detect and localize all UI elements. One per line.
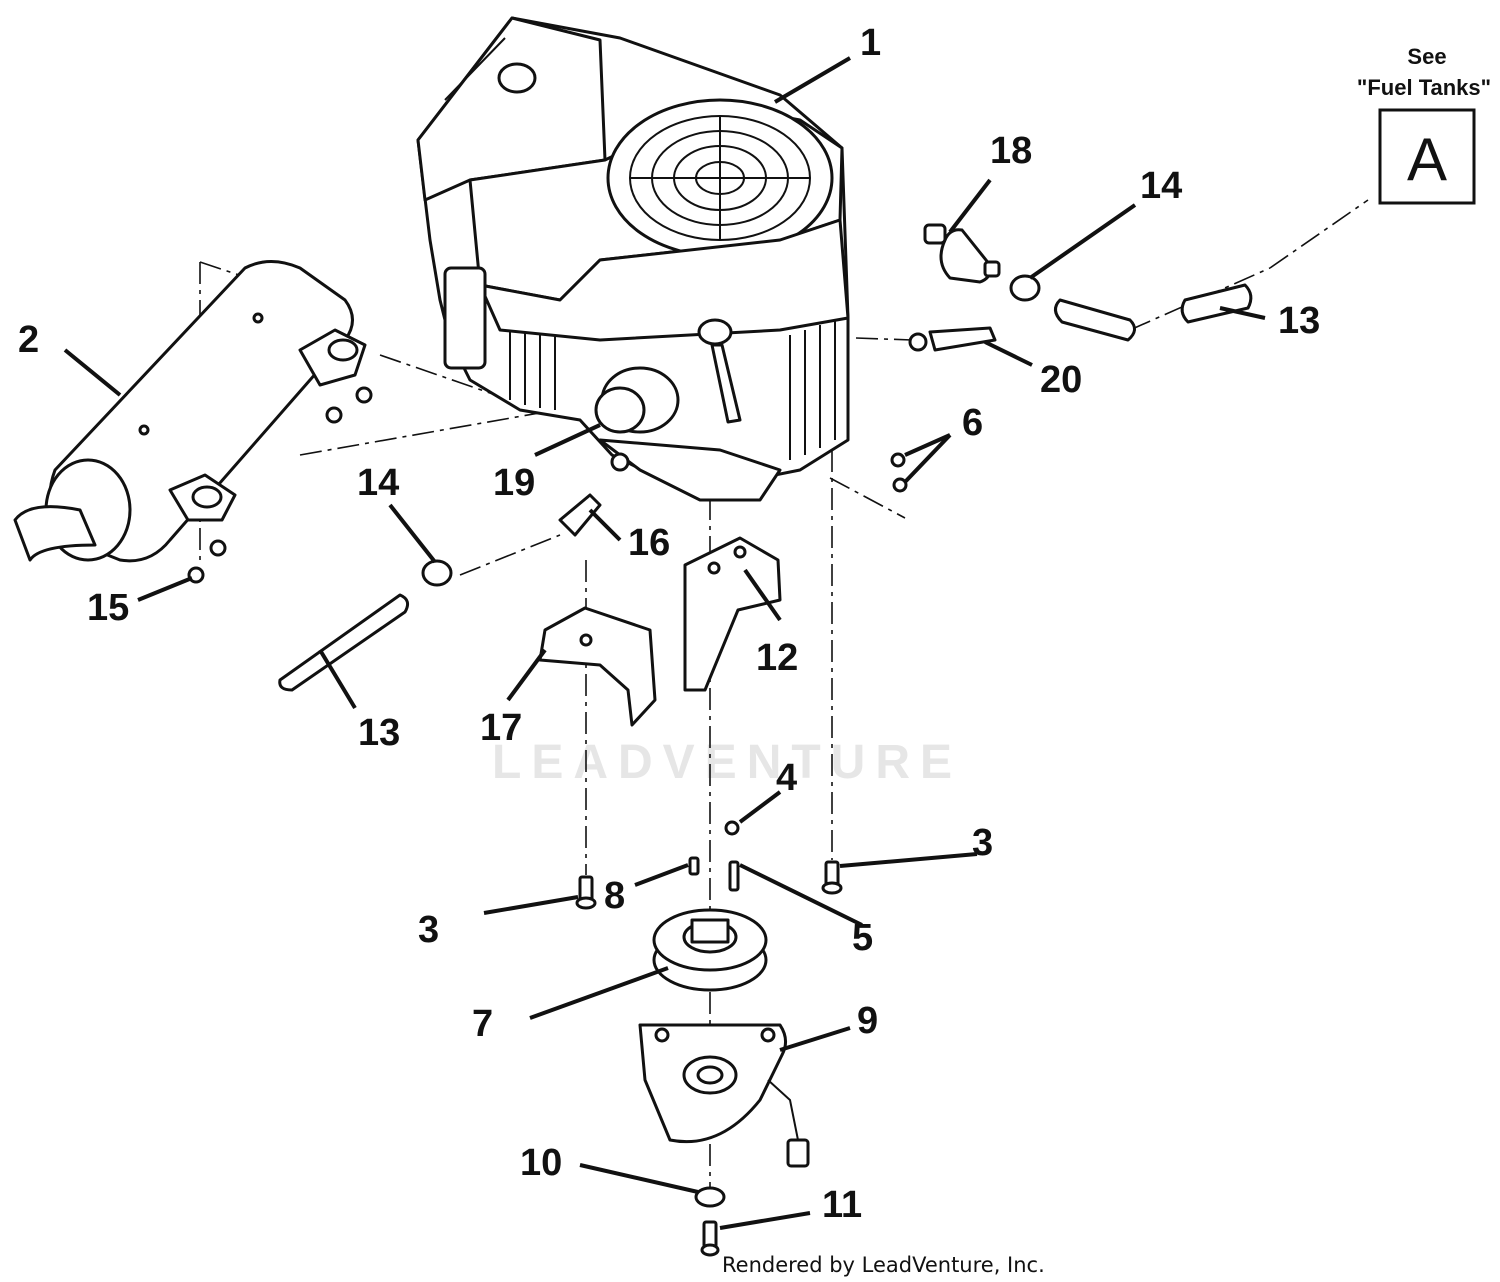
reference-box bbox=[1378, 108, 1476, 205]
hardware-parts bbox=[575, 820, 843, 910]
clutch-parts bbox=[638, 908, 810, 1257]
callout-10: 10 bbox=[520, 1142, 562, 1184]
callout-5: 5 bbox=[852, 917, 873, 959]
reference-letter: A bbox=[1407, 126, 1447, 193]
fuel-tanks-reference: See "Fuel Tanks" A bbox=[1357, 44, 1491, 205]
engine-illustration bbox=[416, 16, 850, 502]
callout-19: 19 bbox=[493, 462, 535, 504]
callout-labels: 1 2 18 14 13 20 6 19 14 16 15 12 17 13 4… bbox=[18, 22, 1320, 1226]
muffler-illustration bbox=[13, 260, 373, 584]
callout-13-left: 13 bbox=[358, 712, 400, 754]
callout-6: 6 bbox=[962, 402, 983, 444]
fuel-system-parts bbox=[278, 223, 1253, 692]
callout-3-left: 3 bbox=[418, 909, 439, 951]
callout-7: 7 bbox=[472, 1003, 493, 1045]
callout-15: 15 bbox=[87, 587, 129, 629]
callout-3-right: 3 bbox=[972, 822, 993, 864]
callout-12: 12 bbox=[756, 637, 798, 679]
footer-credit: Rendered by LeadVenture, Inc. bbox=[722, 1253, 1045, 1277]
callout-1: 1 bbox=[860, 22, 881, 64]
callout-8: 8 bbox=[604, 875, 625, 917]
callout-20: 20 bbox=[1040, 359, 1082, 401]
watermark-text: LEADVENTURE bbox=[492, 736, 962, 789]
bracket-parts bbox=[538, 536, 782, 727]
callout-16: 16 bbox=[628, 522, 670, 564]
callout-14-left: 14 bbox=[357, 462, 399, 504]
callout-13-right: 13 bbox=[1278, 300, 1320, 342]
callout-9: 9 bbox=[857, 1000, 878, 1042]
callout-leaders bbox=[63, 56, 1266, 1230]
callout-11: 11 bbox=[822, 1184, 862, 1226]
callout-4: 4 bbox=[776, 757, 797, 799]
reference-target-label: "Fuel Tanks" bbox=[1357, 75, 1491, 100]
callout-18: 18 bbox=[990, 130, 1032, 172]
reference-see-label: See bbox=[1407, 44, 1446, 69]
callout-14-right: 14 bbox=[1140, 165, 1182, 207]
callout-17: 17 bbox=[480, 707, 522, 749]
callout-2: 2 bbox=[18, 319, 39, 361]
